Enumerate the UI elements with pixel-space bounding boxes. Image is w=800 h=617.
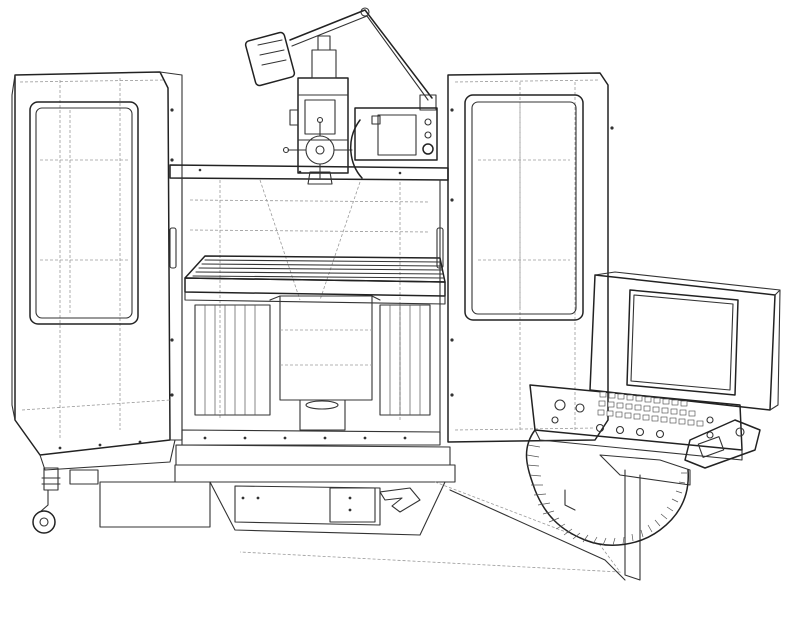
caster-wheel xyxy=(32,510,56,534)
handwheel-pendant xyxy=(684,419,761,469)
right-door-handle xyxy=(436,227,444,269)
right-door-window xyxy=(464,94,584,321)
right-cabinet xyxy=(436,72,614,443)
coiled-cable xyxy=(525,429,689,546)
left-door-handle xyxy=(169,227,177,269)
spindle-head xyxy=(282,35,353,185)
caster-foot xyxy=(32,467,99,534)
machine-table xyxy=(184,255,446,305)
work-enclosure xyxy=(169,164,451,466)
monitor-screen xyxy=(626,289,739,396)
lamp-head xyxy=(244,31,296,87)
way-covers xyxy=(194,295,431,431)
cnc-control-panel xyxy=(529,271,781,581)
keypad xyxy=(597,391,704,427)
work-lamp xyxy=(244,7,437,111)
left-door-window xyxy=(29,101,139,325)
left-cabinet xyxy=(11,71,183,471)
machine-base xyxy=(99,464,626,581)
control-knob xyxy=(554,399,566,411)
head-control-box xyxy=(349,107,438,179)
